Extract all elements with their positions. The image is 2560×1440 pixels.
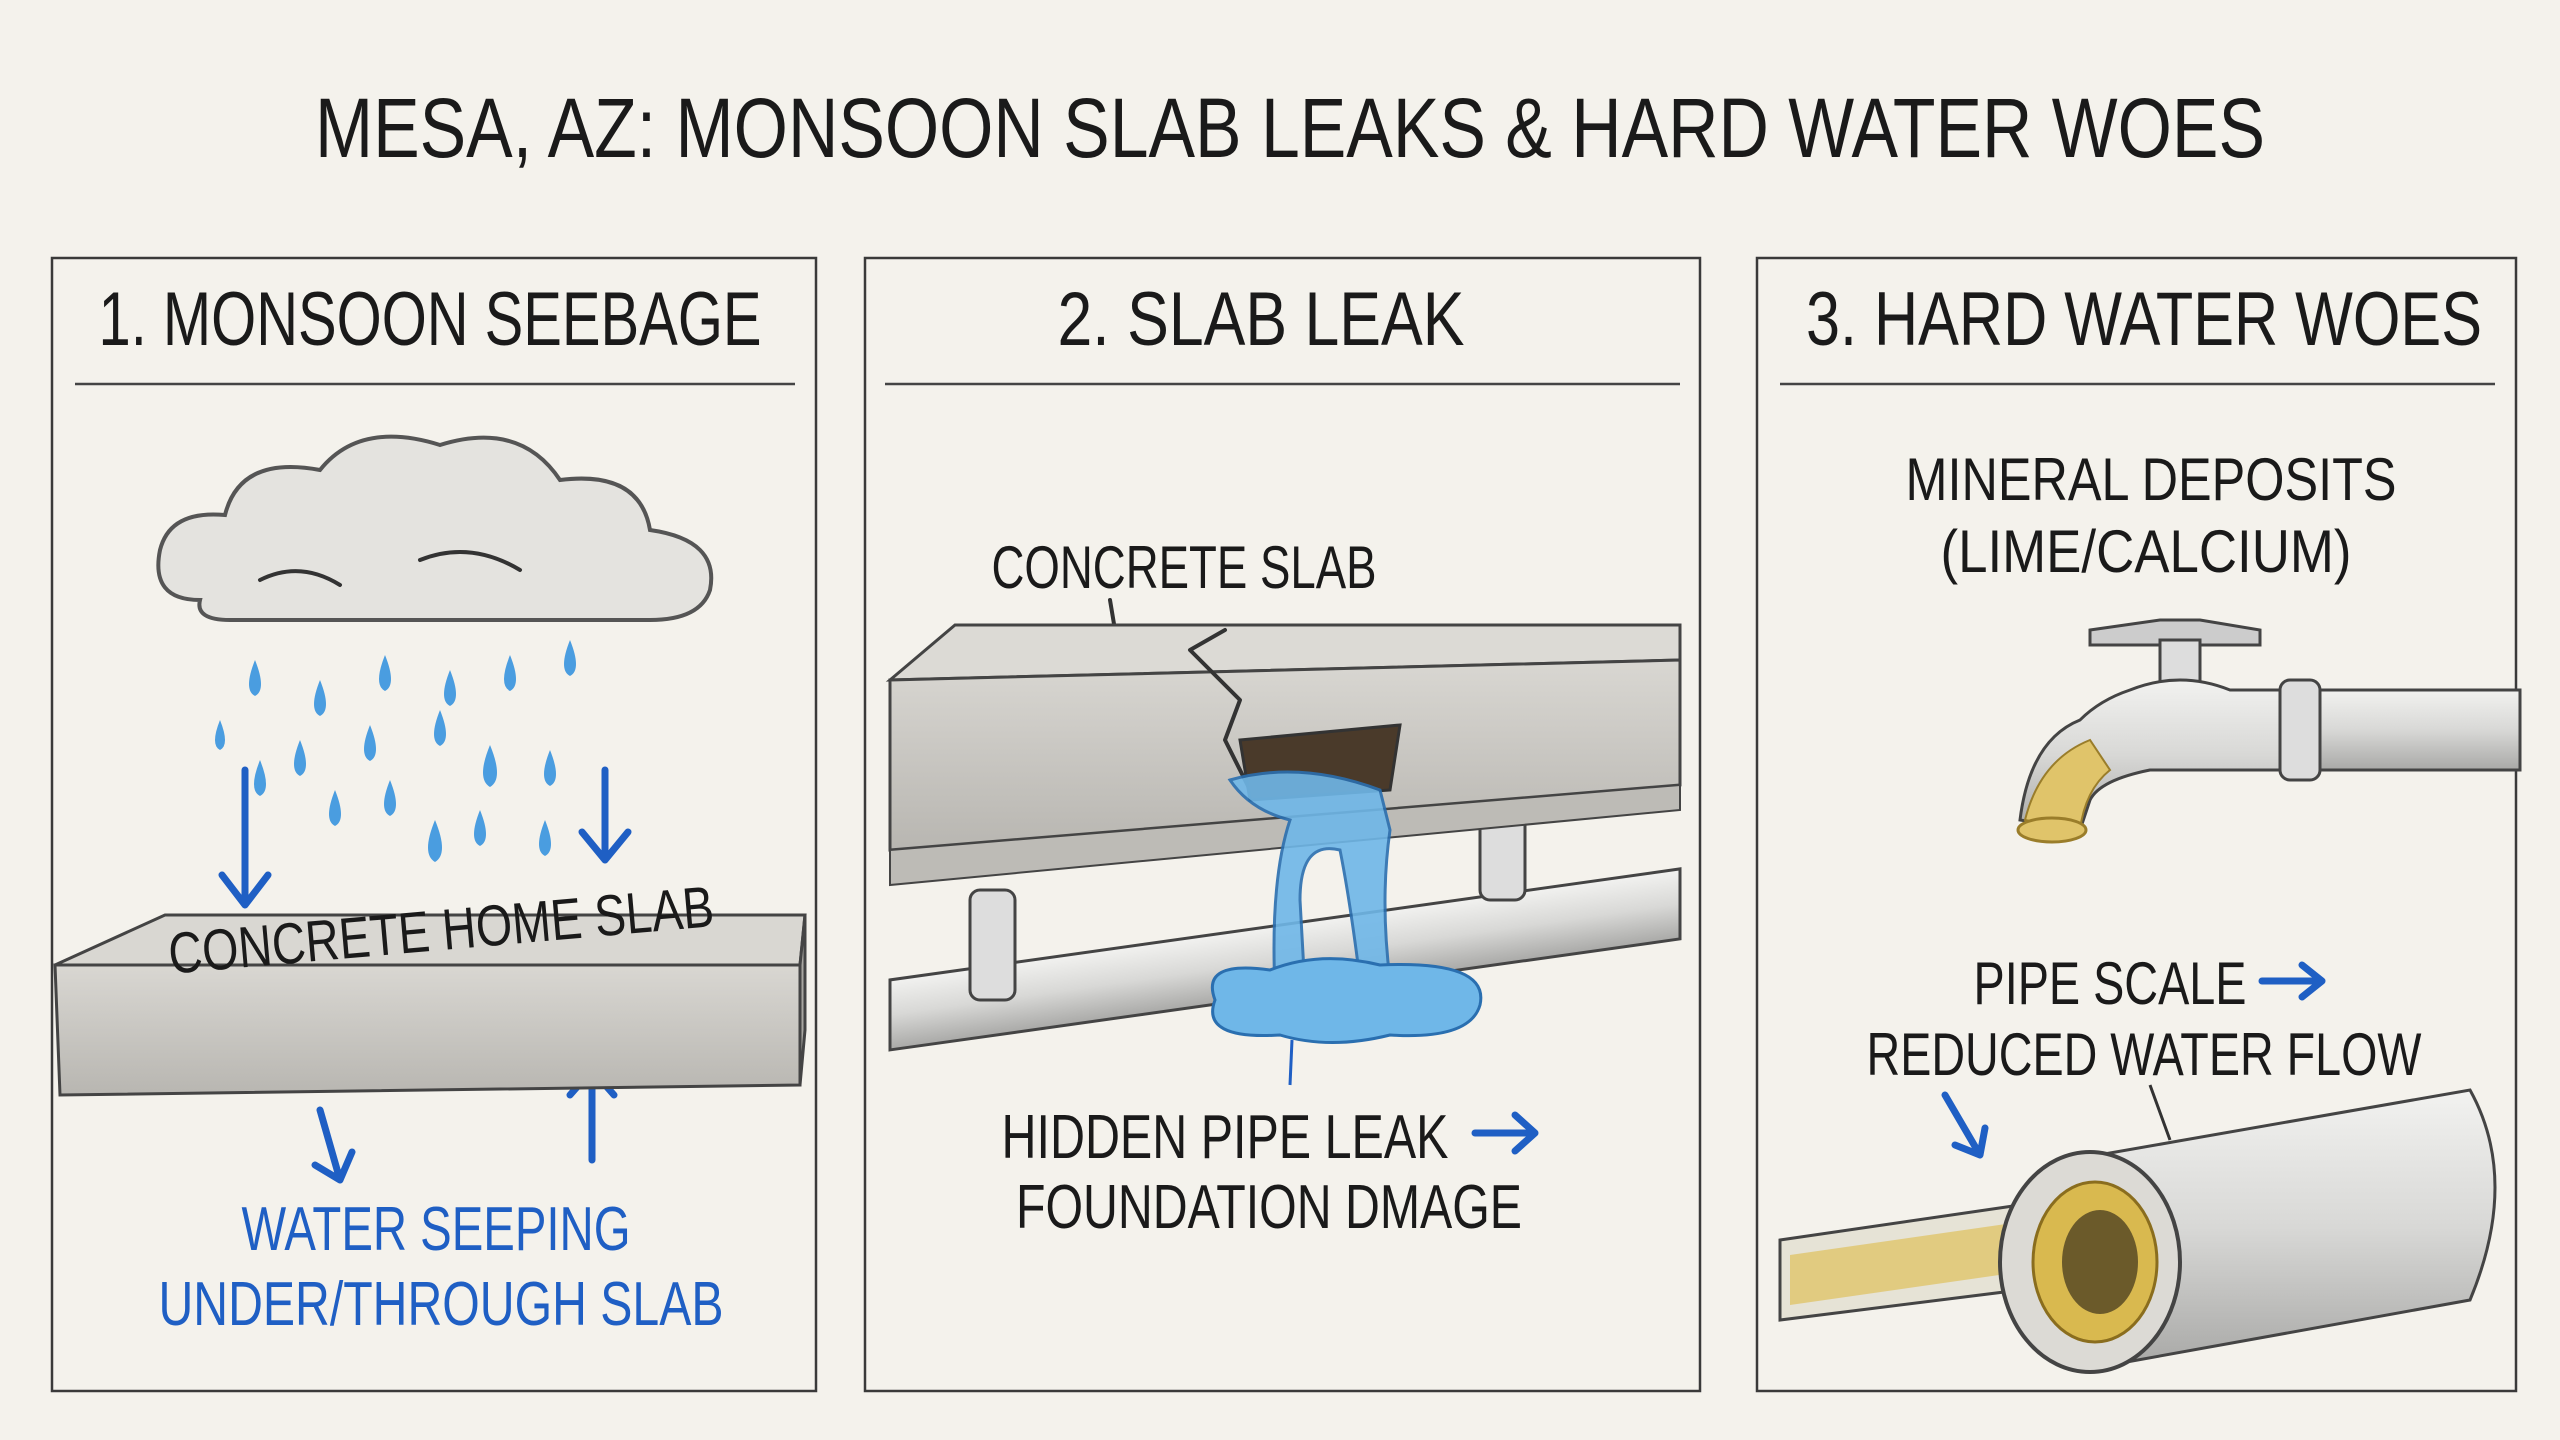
panel-heading: 3. HARD WATER WOES [1806,277,2482,362]
water-puddle [1210,957,1483,1044]
panel-slab-leak: 2. SLAB LEAK CONCRETE SLAB HIDDEN PIPE L… [863,256,1702,1393]
caption-line-2: REDUCED WATER FLOW [1867,1021,2422,1088]
slab-label: CONCRETE SLAB [992,534,1377,601]
panel-heading: 2. SLAB LEAK [1058,277,1465,362]
panel-monsoon-seebage: 1. MONSOON SEEBAGE CONCRETE HOME SLAB WA… [50,256,818,1393]
arrow-icon [2258,961,2326,1001]
water-leak [1210,770,1483,1044]
caption-line-2: FOUNDATION DMAGE [1016,1173,1522,1242]
panel-frame [50,256,818,1393]
top-label-line-2: (LIME/CALCIUM) [1941,518,2352,585]
panel-frame [863,256,1702,1393]
concrete-slab [53,913,807,1097]
faucet-icon [2016,618,2522,844]
page-title: MESA, AZ: MONSOON SLAB LEAKS & HARD WATE… [315,81,2265,175]
pointer-arrow [1941,1091,1989,1159]
arrow-icon [1471,1111,1539,1155]
caption-line-2: UNDER/THROUGH SLAB [159,1270,724,1339]
panel-heading: 1. MONSOON SEEBAGE [99,277,762,362]
top-label-line-1: MINERAL DEPOSITS [1906,446,2397,513]
rain-cloud-icon [156,434,714,622]
caption-line-1: HIDDEN PIPE LEAK [1002,1103,1449,1172]
raindrops [215,640,576,862]
caption-line-1: PIPE SCALE [1974,950,2247,1017]
caption-line-1: WATER SEEPING [242,1195,631,1264]
panel-hard-water-woes: 3. HARD WATER WOES MINERAL DEPOSITS (LIM… [1755,256,2522,1393]
scaled-pipe [1778,1088,2497,1374]
panel-frame [1755,256,2518,1393]
